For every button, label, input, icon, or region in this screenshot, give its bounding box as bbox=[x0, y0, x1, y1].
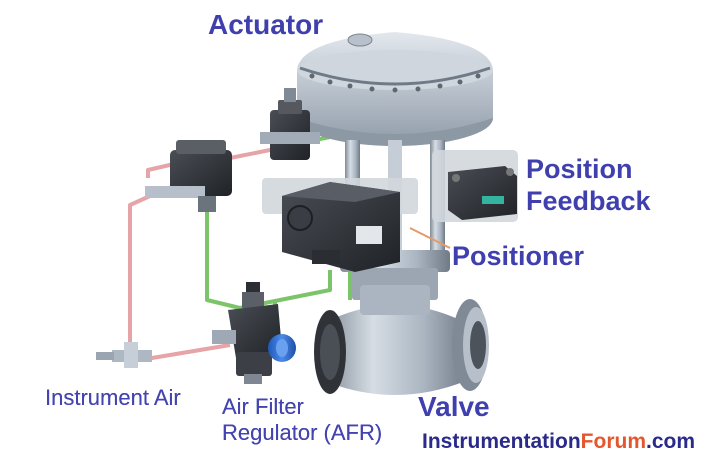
instrument-air-tubing bbox=[128, 146, 281, 362]
brand-part3: .com bbox=[646, 430, 696, 453]
brand-part1: Instrumentation bbox=[422, 430, 581, 453]
position-feedback-label-line2: Feedback bbox=[526, 185, 651, 216]
brand-part2: Forum bbox=[580, 430, 646, 453]
booster-regulator bbox=[260, 88, 320, 160]
instrument-air-label: Instrument Air bbox=[45, 385, 181, 410]
actuator-label: Actuator bbox=[208, 9, 324, 40]
position-feedback-unit bbox=[432, 150, 518, 222]
actuator-body bbox=[297, 32, 493, 146]
valve-label: Valve bbox=[418, 391, 490, 422]
afr-label-line2: Regulator (AFR) bbox=[222, 420, 383, 446]
position-feedback-label-line1: Position bbox=[526, 154, 633, 184]
air-relay bbox=[145, 140, 232, 212]
positioner-leader-line bbox=[409, 227, 451, 249]
afr-label-line1: Air Filter bbox=[222, 394, 304, 419]
valve-body bbox=[314, 285, 489, 395]
afr-label: Air Filter Regulator (AFR) bbox=[222, 394, 382, 447]
air-inlet-fitting bbox=[96, 342, 152, 368]
positioner bbox=[262, 178, 418, 272]
air-filter-regulator bbox=[212, 282, 296, 384]
brand-watermark: InstrumentationForum.com bbox=[422, 430, 695, 454]
positioner-label: Positioner bbox=[452, 241, 585, 271]
position-feedback-label: Position Feedback bbox=[526, 154, 651, 218]
